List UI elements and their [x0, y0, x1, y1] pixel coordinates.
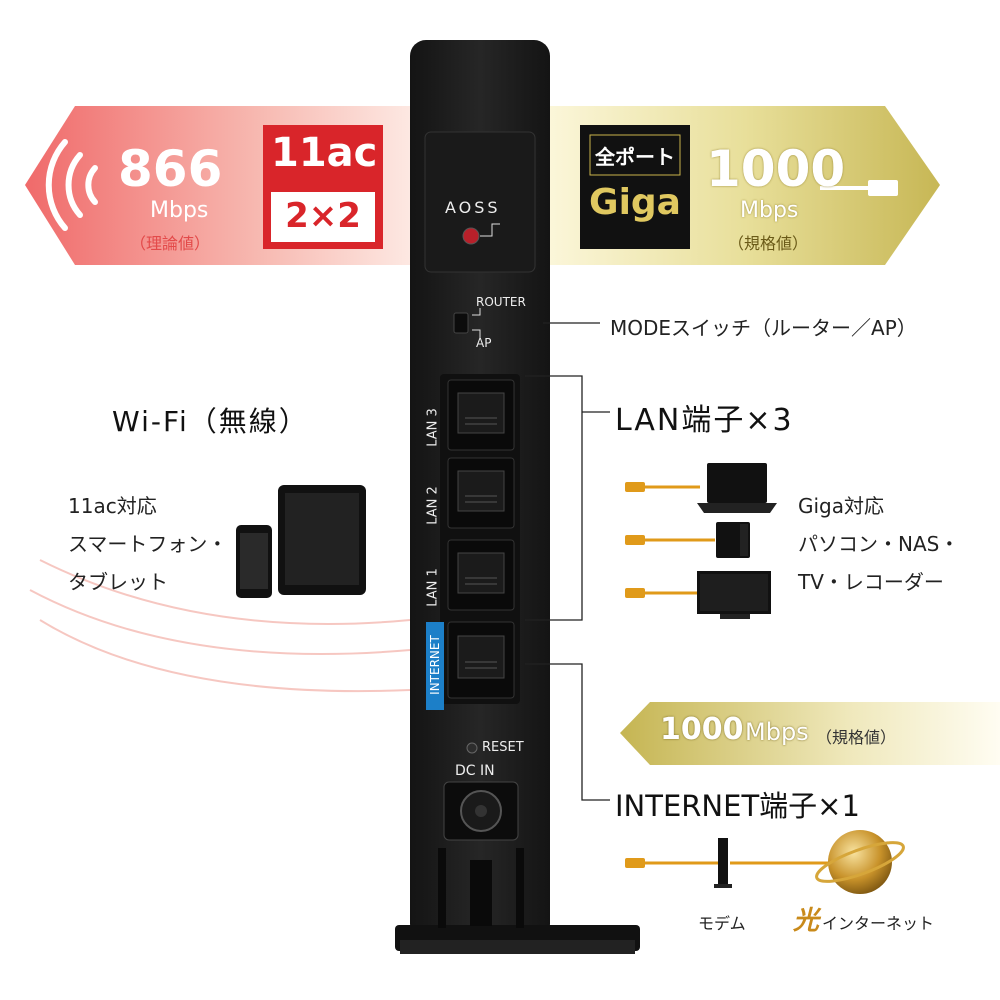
- hikari-char: 光: [793, 906, 820, 936]
- tv-image: [697, 571, 771, 619]
- wifi-speed-unit: Mbps: [150, 198, 209, 223]
- wifi-desc-line1: 11ac対応: [68, 494, 157, 518]
- wifi-title: Wi-Fi（無線）: [112, 405, 309, 438]
- reset-button[interactable]: [466, 742, 478, 754]
- internet-speed-banner: [620, 702, 1000, 765]
- wifi-speed-value: 866: [118, 140, 223, 198]
- lan1-port-label: LAN 1: [425, 568, 441, 607]
- devices-desc-line3: TV・レコーダー: [798, 570, 944, 594]
- aoss-label: AOSS: [445, 198, 501, 217]
- wifi-desc-line2: スマートフォン・: [68, 532, 228, 556]
- router-body: [395, 40, 640, 954]
- 11ac-badge-top: 11ac: [271, 130, 378, 176]
- dc-in-label: DC IN: [455, 763, 495, 779]
- lan-speed-unit: Mbps: [740, 198, 799, 223]
- internet-port[interactable]: [448, 622, 514, 698]
- mode-switch-annotation: MODEスイッチ（ルーター／AP）: [610, 316, 917, 340]
- wifi-icon: [45, 139, 98, 231]
- internet-port-annotation: INTERNET端子×1: [615, 789, 860, 823]
- giga-badge-bottom: Giga: [589, 182, 681, 223]
- devices-desc-line2: パソコン・NAS・: [798, 532, 960, 556]
- lan-ports-annotation: LAN端子×3: [615, 403, 794, 438]
- lan-speed-value: 1000: [706, 140, 846, 198]
- all-port-badge-top: 全ポート: [595, 145, 675, 169]
- 2x2-badge-bottom: 2×2: [285, 196, 361, 236]
- globe-image: [815, 830, 905, 894]
- phone-image: [236, 525, 272, 598]
- tablet-image: [278, 485, 366, 595]
- modem-label: モデム: [698, 914, 746, 933]
- internet-speed-value: 1000: [660, 712, 744, 747]
- laptop-image: [697, 463, 777, 513]
- wifi-speed-note: （理論値）: [130, 234, 211, 253]
- lan2-port-label: LAN 2: [425, 486, 441, 525]
- dc-in-port[interactable]: [444, 782, 518, 840]
- mode-switch-router-label: ROUTER: [476, 295, 526, 309]
- lan3-port-label: LAN 3: [425, 408, 441, 447]
- lan3-port[interactable]: [448, 380, 514, 450]
- internet-label: インターネット: [822, 914, 935, 933]
- internet-speed-note: （規格値）: [816, 728, 897, 747]
- lan2-port[interactable]: [448, 458, 514, 528]
- wifi-wave-arcs: [29, 559, 411, 693]
- lan-speed-note: （規格値）: [728, 234, 809, 253]
- internet-port-label: INTERNET: [428, 635, 442, 695]
- reset-label: RESET: [482, 740, 524, 755]
- modem-image: [714, 838, 732, 888]
- cable-icon-banner: [820, 180, 898, 196]
- lan1-port[interactable]: [448, 540, 514, 610]
- aoss-button[interactable]: [462, 227, 480, 245]
- internet-speed-unit: Mbps: [745, 718, 809, 746]
- nas-image: [716, 522, 750, 558]
- mode-switch[interactable]: [454, 313, 468, 333]
- wifi-desc-line3: タブレット: [68, 570, 168, 594]
- mode-switch-ap-label: AP: [476, 336, 492, 350]
- devices-desc-line1: Giga対応: [798, 494, 885, 518]
